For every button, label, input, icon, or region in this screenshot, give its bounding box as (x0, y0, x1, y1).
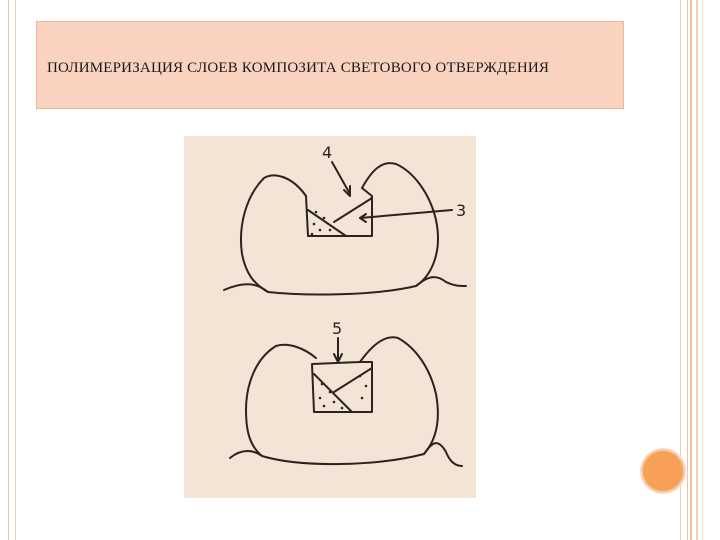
decorative-stripe (690, 0, 692, 540)
arrow-5-head (333, 353, 343, 363)
slide-title: ПОЛИМЕРИЗАЦИЯ СЛОЕВ КОМПОЗИТА СВЕТОВОГО … (47, 60, 550, 76)
label-4: 4 (322, 143, 332, 162)
arrow-4-shaft (331, 161, 351, 195)
bottom-layer-split (313, 367, 373, 413)
decorative-stripe (702, 0, 703, 540)
arrow-3-shaft (359, 209, 453, 219)
top-tooth-outline (240, 162, 439, 296)
bottom-tooth-outline (245, 336, 439, 466)
slide-frame-outer (8, 0, 688, 540)
top-gum-line (223, 276, 467, 293)
tooth-diagram: 4 3 5 (184, 136, 476, 498)
top-cavity (305, 187, 373, 237)
arrow-3-head (359, 213, 367, 223)
bottom-gum-line (229, 442, 463, 467)
slide-frame-inner (15, 0, 681, 540)
title-box: ПОЛИМЕРИЗАЦИЯ СЛОЕВ КОМПОЗИТА СВЕТОВОГО … (36, 21, 624, 109)
label-5: 5 (332, 319, 342, 338)
top-layer-split (307, 197, 373, 237)
decorative-circle (641, 449, 685, 493)
decorative-stripe (696, 0, 698, 540)
label-3: 3 (456, 201, 466, 220)
bottom-cavity (311, 361, 373, 413)
arrow-4-head (343, 185, 351, 197)
